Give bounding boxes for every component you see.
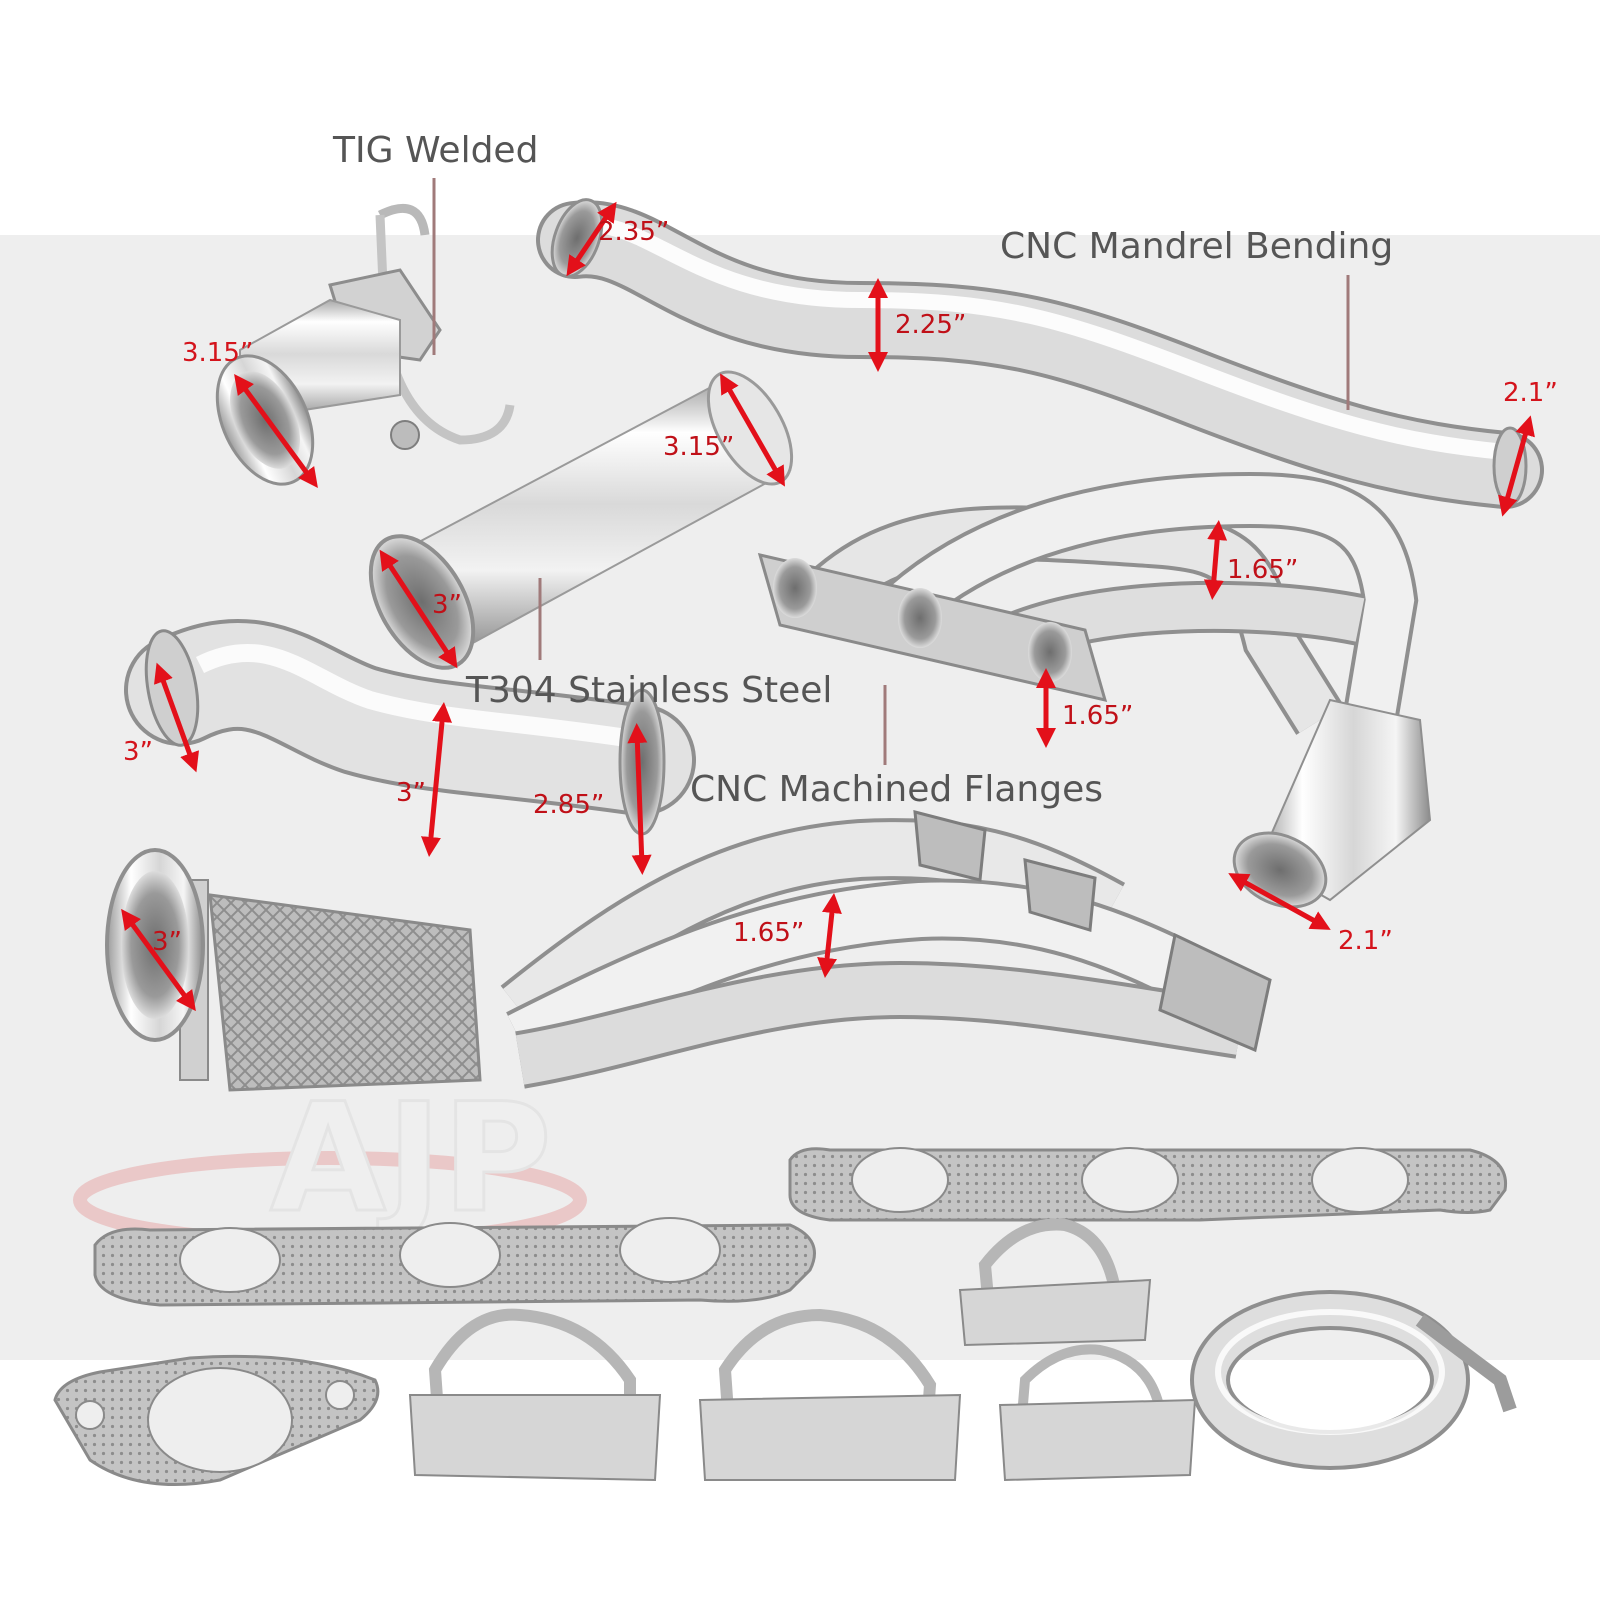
dim-arrow-header-primary: [1203, 520, 1228, 600]
callout-stainless-steel: T304 Stainless Steel: [466, 670, 833, 711]
dim-arrow-straight-end: [720, 373, 785, 487]
dim-label-adapter-inlet: 3.15”: [182, 338, 254, 368]
dim-label-straight-pipe-face: 3”: [432, 590, 463, 620]
gasket-icon: [53, 1147, 1508, 1486]
dim-arrow-collector: [1228, 873, 1331, 930]
dim-label-top-pipe-outlet: 2.1”: [1503, 378, 1558, 408]
callout-machined-flanges: CNC Machined Flanges: [690, 769, 1103, 810]
dim-label-header-primary: 1.65”: [1227, 555, 1299, 585]
dim-label-front-header-primary: 1.65”: [733, 918, 805, 948]
dim-label-flex-flange: 3”: [152, 927, 183, 957]
callout-tig-welded: TIG Welded: [333, 130, 539, 171]
dim-label-top-pipe-inlet: 2.35”: [598, 217, 670, 247]
v-band-clamp-icon: [1190, 1290, 1517, 1470]
dim-arrow-ypipe-flange: [154, 662, 199, 773]
dim-arrow-ypipe-mid: [421, 702, 452, 857]
dim-label-collector-outlet: 2.1”: [1338, 926, 1393, 956]
dim-label-ypipe-mid: 3”: [396, 778, 427, 808]
dim-arrow-adapter-inlet: [234, 373, 318, 489]
dim-arrow-front-header: [817, 893, 842, 978]
dim-arrow-ypipe-outlet: [627, 723, 652, 875]
dim-label-top-pipe-mid: 2.25”: [895, 310, 967, 340]
dimension-arrows: [121, 201, 1535, 1012]
u-bolt-clamp-icon: [408, 1218, 1197, 1482]
callout-leaders: [432, 178, 1350, 765]
exhaust-header-icon: [757, 471, 1432, 909]
dim-arrow-top-pipe-inlet: [566, 201, 617, 277]
dim-label-ypipe-outlet: 2.85”: [533, 790, 605, 820]
watermark-brand: AJP: [270, 1072, 552, 1246]
dim-arrow-top-pipe-outlet: [1498, 415, 1535, 517]
dim-label-ypipe-flange: 3”: [123, 737, 154, 767]
dim-arrow-straight-face: [379, 549, 458, 669]
callout-mandrel-bending: CNC Mandrel Bending: [1000, 226, 1394, 267]
dim-label-straight-pipe-end: 3.15”: [663, 432, 735, 462]
dim-arrow-flex-flange: [121, 908, 196, 1012]
dim-label-header-port: 1.65”: [1062, 701, 1134, 731]
flex-pipe-header-icon: [105, 810, 1272, 1092]
